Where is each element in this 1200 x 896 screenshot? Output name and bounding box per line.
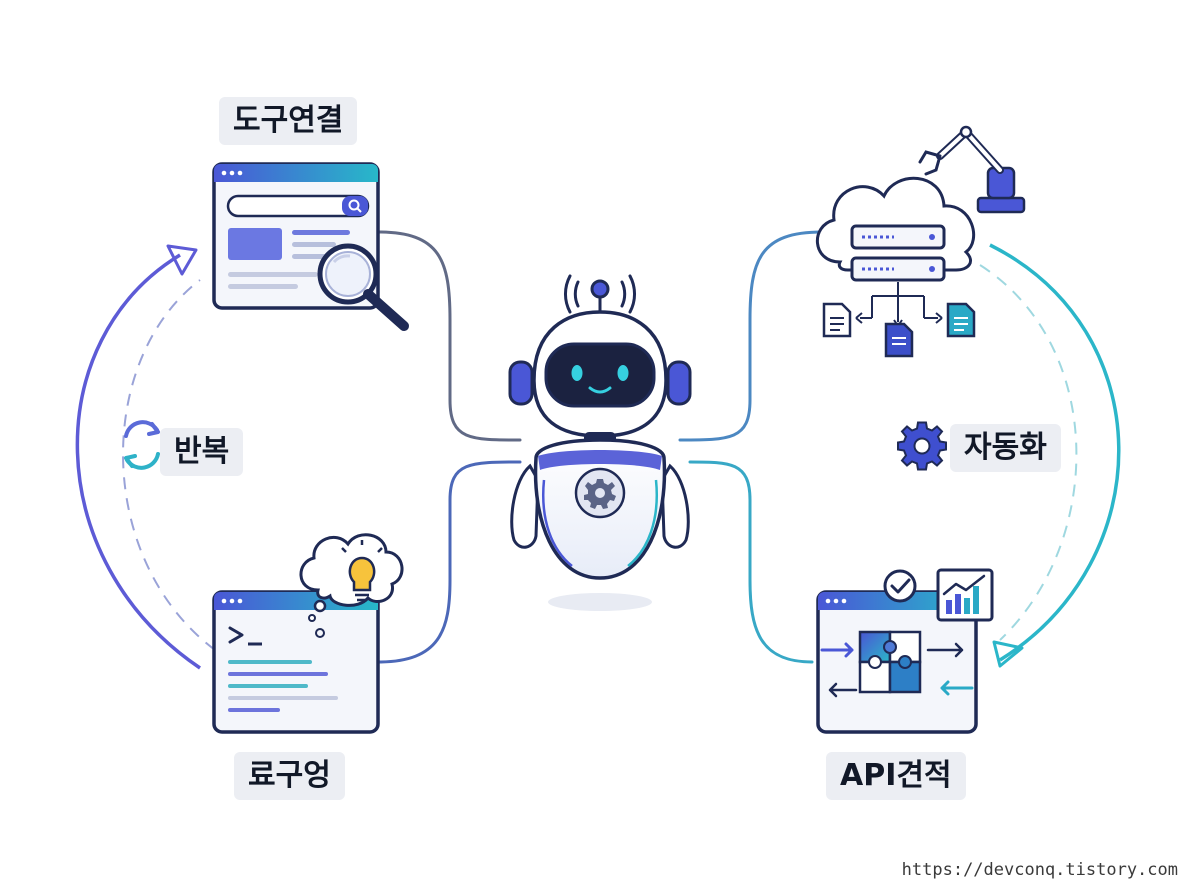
robot-illustration: [508, 274, 692, 611]
cloud-server-illustration: [816, 176, 976, 358]
document-icon: [946, 302, 976, 338]
browser-search-illustration: [212, 162, 409, 331]
gear-icon: [897, 421, 947, 471]
lightbulb-icon: [299, 533, 404, 622]
terminal-illustration: [212, 590, 380, 734]
repeat-label: 반복: [160, 428, 244, 476]
document-icon: [884, 322, 914, 358]
left-cycle-arc: [75, 244, 216, 670]
api-quote-label: API견적: [826, 752, 966, 800]
robot-arm-icon: [918, 125, 1026, 214]
document-icon: [822, 302, 852, 338]
tool-connect-label: 도구연결: [219, 97, 358, 145]
refresh-icon: [124, 420, 160, 470]
right-cycle-arc: [979, 243, 1121, 668]
checkmark-icon: [883, 569, 917, 603]
connector-lines: [376, 230, 824, 664]
automation-label: 자동화: [950, 424, 1061, 472]
natural-language-label: 료구엉: [234, 752, 345, 800]
bar-chart-icon: [936, 568, 994, 622]
watermark-url: https://devconq.tistory.com: [901, 860, 1178, 880]
